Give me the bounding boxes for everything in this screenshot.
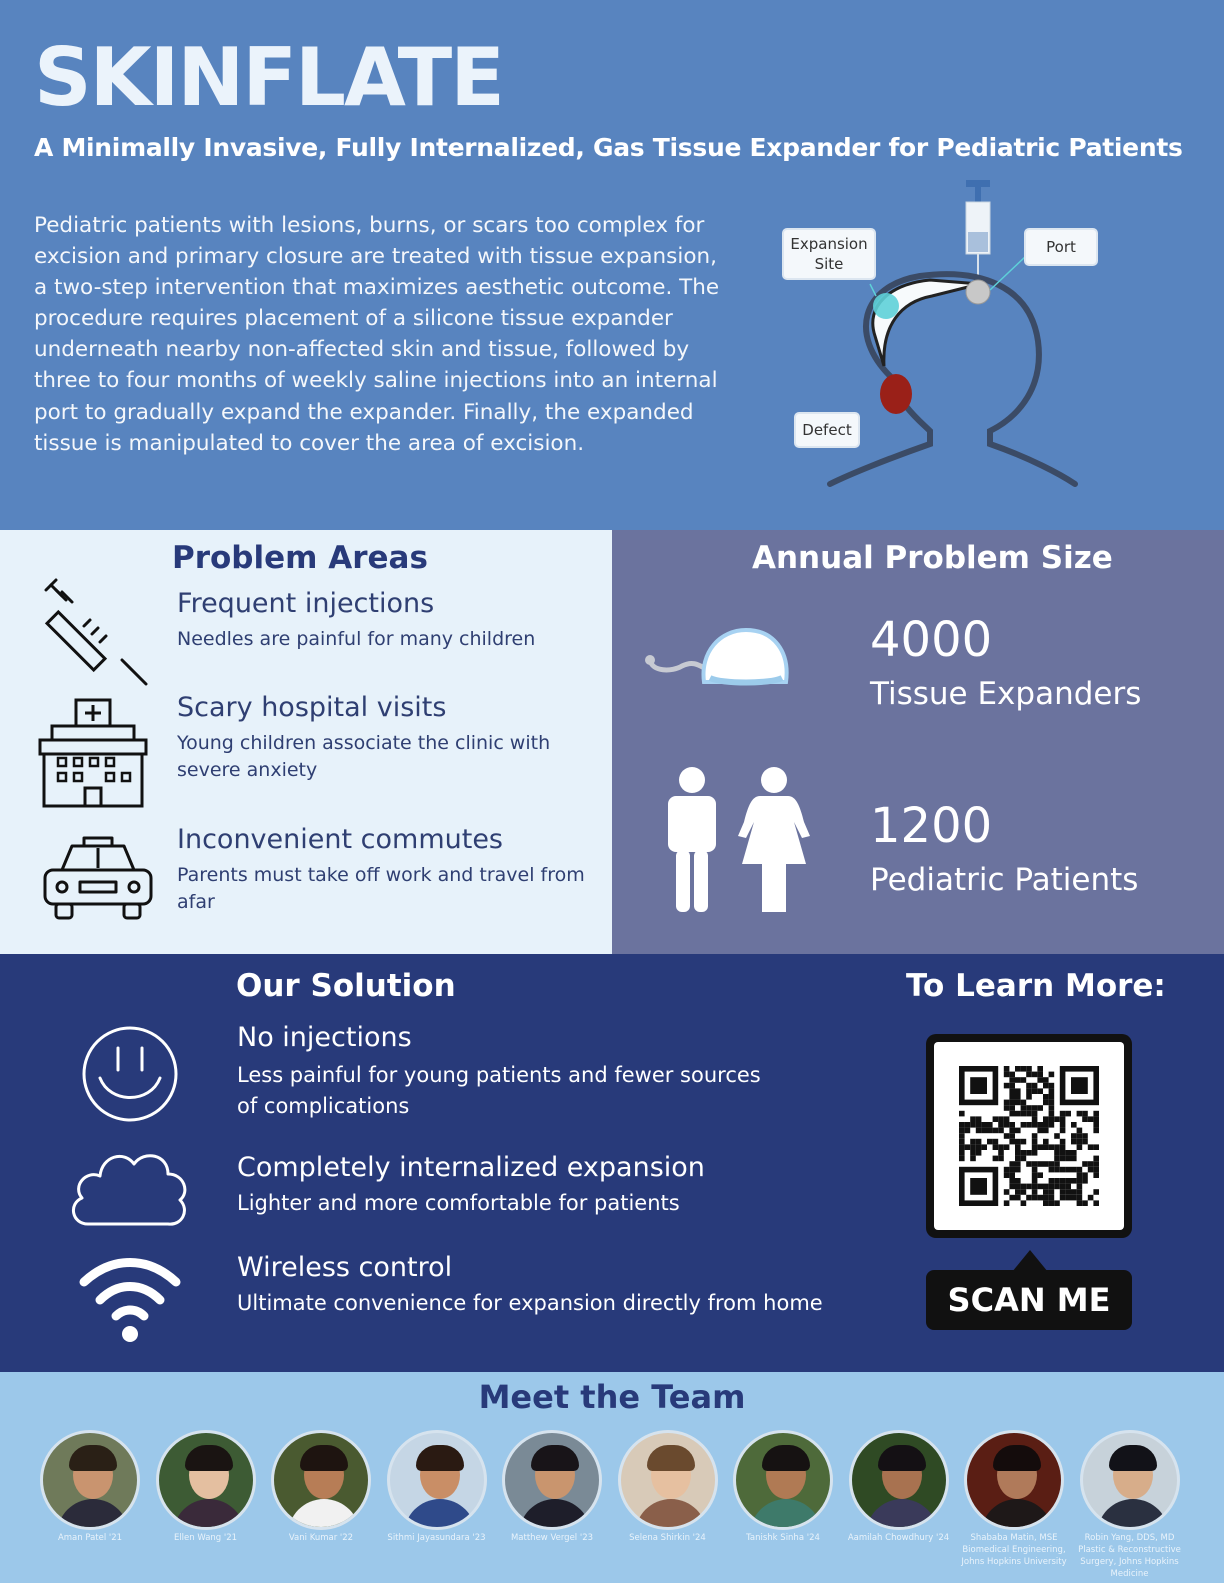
people-icon — [662, 766, 812, 918]
syringe-icon — [42, 578, 152, 692]
problem-areas-section: Problem Areas Frequent injections Needle… — [0, 530, 612, 954]
header-section: SKINFLATE A Minimally Invasive, Fully In… — [0, 0, 1224, 530]
problem-2-desc: Young children associate the clinic with… — [177, 732, 551, 781]
stat-2-label: Pediatric Patients — [870, 862, 1139, 898]
tissue-expander-icon — [642, 622, 794, 698]
problem-areas-heading: Problem Areas — [172, 540, 428, 576]
solution-heading: Our Solution — [236, 968, 456, 1004]
cloud-icon — [68, 1146, 190, 1234]
annual-heading: Annual Problem Size — [752, 540, 1113, 576]
team-member: Aamilah Chowdhury '24 — [843, 1430, 955, 1544]
problem-2-title: Scary hospital visits — [177, 692, 447, 723]
solution-3-desc: Ultimate convenience for expansion direc… — [237, 1291, 823, 1315]
poster-title: SKINFLATE — [34, 31, 505, 124]
expander-diagram: Expansion Site Port Defect — [780, 176, 1110, 496]
avatar — [271, 1430, 371, 1530]
stat-1-number: 4000 — [870, 612, 993, 668]
problem-3-title: Inconvenient commutes — [177, 824, 503, 855]
team-member: Matthew Vergel '23 — [496, 1430, 608, 1544]
member-name: Tanishk Sinha '24 — [746, 1533, 820, 1543]
avatar — [848, 1430, 949, 1530]
team-member: Sithmi Jayasundara '23 — [381, 1430, 493, 1544]
qr-code[interactable] — [926, 1034, 1132, 1238]
problem-1-title: Frequent injections — [177, 588, 435, 619]
member-name: Robin Yang, DDS, MD Plastic & Reconstruc… — [1078, 1533, 1181, 1579]
smiley-icon — [80, 1024, 180, 1128]
member-name: Selena Shirkin '24 — [629, 1533, 706, 1543]
team-member: Aman Patel '21 — [34, 1430, 146, 1544]
port-callout: Port — [1024, 228, 1098, 266]
scan-me-button[interactable]: SCAN ME — [926, 1270, 1132, 1330]
defect-label: Defect — [802, 421, 852, 439]
head-diagram-icon — [827, 180, 1078, 487]
stat-2-number: 1200 — [870, 798, 993, 854]
avatar — [40, 1430, 140, 1530]
avatar — [386, 1430, 487, 1530]
member-name: Aamilah Chowdhury '24 — [847, 1533, 950, 1543]
wifi-icon — [78, 1256, 182, 1350]
solution-3-title: Wireless control — [237, 1252, 453, 1283]
member-name: Matthew Vergel '23 — [510, 1533, 594, 1543]
avatar — [964, 1430, 1064, 1530]
annual-problem-size-section: Annual Problem Size 4000 Tissue Expander… — [612, 530, 1224, 954]
team-member: Vani Kumar '22 — [265, 1430, 377, 1544]
team-member: Robin Yang, DDS, MD Plastic & Reconstruc… — [1074, 1430, 1186, 1580]
intro-paragraph: Pediatric patients with lesions, burns, … — [34, 213, 720, 456]
team-member: Tanishk Sinha '24 — [727, 1430, 839, 1544]
qr-pattern-icon — [959, 1066, 1099, 1206]
solution-2-desc: Lighter and more comfortable for patient… — [237, 1191, 680, 1215]
problem-1-desc: Needles are painful for many children — [177, 628, 536, 650]
stat-1-label: Tissue Expanders — [870, 676, 1142, 712]
learn-more-heading: To Learn More: — [906, 968, 1166, 1004]
team-member: Ellen Wang '21 — [150, 1430, 262, 1544]
member-name: Aman Patel '21 — [57, 1533, 123, 1543]
solution-2-title: Completely internalized expansion — [237, 1152, 705, 1183]
expansion-site-label-line1: Expansion — [790, 235, 868, 253]
qr-code-image — [934, 1042, 1124, 1230]
avatar — [1079, 1430, 1180, 1530]
team-heading: Meet the Team — [478, 1378, 746, 1416]
solution-1-desc: Less painful for young patients and fewe… — [237, 1063, 761, 1118]
car-icon — [42, 836, 154, 926]
solution-1-title: No injections — [237, 1022, 412, 1053]
avatar — [502, 1430, 602, 1530]
expansion-site-callout: Expansion Site — [782, 228, 876, 280]
poster-subtitle: A Minimally Invasive, Fully Internalized… — [34, 133, 1183, 162]
avatar — [617, 1430, 718, 1530]
solution-section: Our Solution No injections Less painful … — [0, 954, 1224, 1372]
team-member: Selena Shirkin '24 — [612, 1430, 724, 1544]
port-label: Port — [1046, 238, 1076, 256]
scan-me-pointer-icon — [1012, 1250, 1048, 1272]
hospital-icon — [38, 696, 150, 814]
expansion-site-label-line2: Site — [814, 255, 844, 273]
member-name: Vani Kumar '22 — [288, 1533, 354, 1543]
avatar — [733, 1430, 833, 1530]
defect-callout: Defect — [794, 412, 860, 448]
member-name: Shababa Matin, MSE Biomedical Engineerin… — [961, 1533, 1067, 1567]
member-name: Sithmi Jayasundara '23 — [387, 1533, 486, 1543]
avatar — [155, 1430, 256, 1530]
problem-3-desc: Parents must take off work and travel fr… — [177, 864, 585, 913]
team-section: Meet the Team Aman Patel '21 Ellen Wang '… — [0, 1372, 1224, 1583]
team-member: Shababa Matin, MSE Biomedical Engineerin… — [958, 1430, 1070, 1568]
member-name: Ellen Wang '21 — [173, 1533, 238, 1543]
